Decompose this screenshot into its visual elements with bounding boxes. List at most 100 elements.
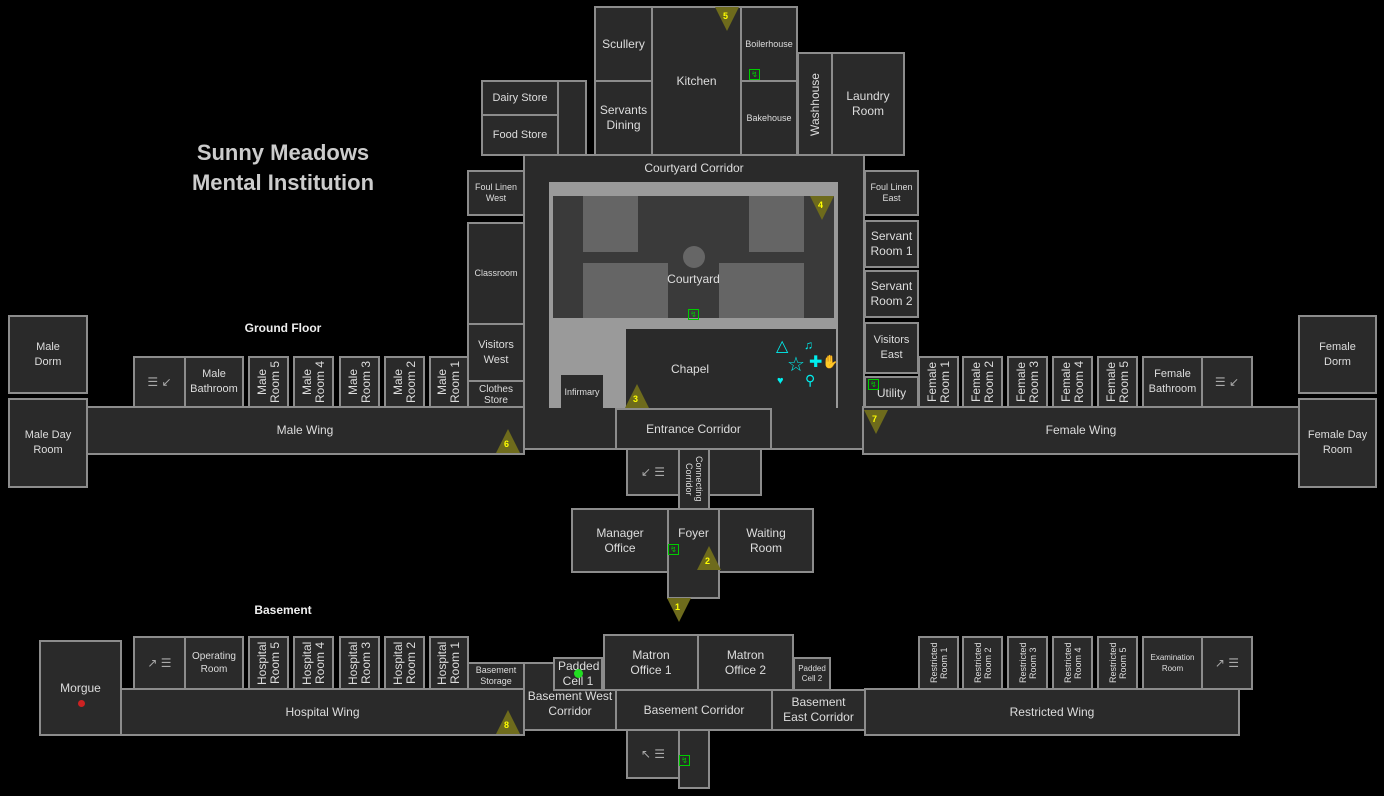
hand-icon: ✋ bbox=[822, 354, 839, 369]
camera-marker-4[interactable]: 4 bbox=[810, 196, 834, 220]
room-female-bathroom[interactable]: Female Bathroom bbox=[1142, 356, 1203, 408]
room-male-dorm[interactable]: Male Dorm bbox=[8, 315, 88, 394]
room-courtyard[interactable]: Courtyard bbox=[553, 196, 834, 318]
room-laundry[interactable]: Laundry Room bbox=[831, 52, 905, 156]
garden-bed bbox=[583, 196, 638, 252]
room-male-wing[interactable]: Male Wing bbox=[85, 406, 525, 455]
room-foul-linen-west[interactable]: Foul Linen West bbox=[467, 170, 525, 216]
stairs-hospital[interactable]: ↗ ☰ bbox=[133, 636, 186, 690]
room-restricted-room-2[interactable]: Restricted Room 2 bbox=[962, 636, 1003, 690]
stairs-icon: ☰ ↙ bbox=[1214, 374, 1240, 389]
stairs-entrance[interactable]: ↙ ☰ bbox=[626, 448, 680, 496]
room-male-room-3[interactable]: Male Room 3 bbox=[339, 356, 380, 408]
room-basement-storage[interactable]: Basement Storage bbox=[467, 662, 525, 690]
room-servant-room-1[interactable]: Servant Room 1 bbox=[864, 220, 919, 268]
stairs-icon: ↖ ☰ bbox=[640, 746, 666, 761]
room-male-room-2[interactable]: Male Room 2 bbox=[384, 356, 425, 408]
room-servant-room-2[interactable]: Servant Room 2 bbox=[864, 270, 919, 318]
room-hospital-room-5[interactable]: Hospital Room 5 bbox=[248, 636, 289, 690]
room-restricted-room-1[interactable]: Restricted Room 1 bbox=[918, 636, 959, 690]
room-hospital-room-1[interactable]: Hospital Room 1 bbox=[429, 636, 469, 690]
basement-label: Basement bbox=[254, 603, 312, 617]
stairs-basement[interactable]: ↖ ☰ bbox=[626, 729, 680, 779]
camera-marker-2[interactable]: 2 bbox=[697, 546, 721, 570]
room-male-room-1[interactable]: Male Room 1 bbox=[429, 356, 469, 408]
room-morgue[interactable]: Morgue bbox=[39, 640, 122, 736]
room-kitchen[interactable]: Kitchen bbox=[651, 6, 742, 156]
room-basement-east-corridor[interactable]: Basement East Corridor bbox=[771, 689, 866, 731]
camera-marker-5[interactable]: 5 bbox=[715, 7, 739, 31]
camera-marker-1[interactable]: 1 bbox=[667, 598, 691, 622]
room-hospital-room-4[interactable]: Hospital Room 4 bbox=[293, 636, 334, 690]
stairs-icon: ↙ ☰ bbox=[640, 464, 666, 479]
room-examination-room[interactable]: Examination Room bbox=[1142, 636, 1203, 690]
room-chapel[interactable]: Chapel bbox=[626, 329, 836, 409]
room-hospital-wing[interactable]: Hospital Wing bbox=[120, 688, 525, 736]
room-female-room-1[interactable]: Female Room 1 bbox=[918, 356, 959, 408]
stairs-male[interactable]: ☰ ↙ bbox=[133, 356, 186, 408]
room-male-day-room[interactable]: Male Day Room bbox=[8, 398, 88, 488]
room-female-room-2[interactable]: Female Room 2 bbox=[962, 356, 1003, 408]
fuse-box-icon[interactable]: ↯ bbox=[749, 69, 760, 80]
fuse-box-icon[interactable]: ↯ bbox=[668, 544, 679, 555]
room-dairy-store[interactable]: Dairy Store bbox=[481, 80, 559, 116]
room-washhouse[interactable]: Washhouse bbox=[797, 52, 833, 156]
camera-marker-8[interactable]: 8 bbox=[496, 710, 520, 734]
room-bakehouse[interactable]: Bakehouse bbox=[740, 80, 798, 156]
room-operating-room[interactable]: Operating Room bbox=[184, 636, 244, 690]
room-classroom[interactable]: Classroom bbox=[467, 222, 525, 325]
monkey-paw-icon: ♥ bbox=[777, 375, 784, 387]
doll-icon: ✚ bbox=[809, 354, 823, 371]
room-waiting-room[interactable]: Waiting Room bbox=[718, 508, 814, 573]
room-restricted-wing[interactable]: Restricted Wing bbox=[864, 688, 1240, 736]
fuse-box-icon[interactable]: ↯ bbox=[679, 755, 690, 766]
ouija-icon: △ bbox=[776, 338, 789, 355]
room-food-store[interactable]: Food Store bbox=[481, 114, 559, 156]
room-basement-corridor[interactable]: Basement Corridor bbox=[615, 689, 773, 731]
room-hospital-room-2[interactable]: Hospital Room 2 bbox=[384, 636, 425, 690]
fountain bbox=[683, 246, 705, 268]
fuse-box-icon[interactable]: ↯ bbox=[868, 379, 879, 390]
camera-marker-7[interactable]: 7 bbox=[864, 410, 888, 434]
room-restricted-room-5[interactable]: Restricted Room 5 bbox=[1097, 636, 1138, 690]
room-infirmary[interactable]: Infirmary bbox=[561, 375, 603, 409]
room-servants-dining[interactable]: Servants Dining bbox=[594, 80, 653, 156]
room-female-room-3[interactable]: Female Room 3 bbox=[1007, 356, 1048, 408]
room-clothes-store[interactable]: Clothes Store bbox=[467, 380, 525, 410]
room-female-dorm[interactable]: Female Dorm bbox=[1298, 315, 1377, 394]
room-foul-linen-east[interactable]: Foul Linen East bbox=[864, 170, 919, 216]
room-female-room-5[interactable]: Female Room 5 bbox=[1097, 356, 1138, 408]
room-visitors-west[interactable]: Visitors West bbox=[467, 323, 525, 382]
room-restricted-room-3[interactable]: Restricted Room 3 bbox=[1007, 636, 1048, 690]
room-male-room-5[interactable]: Male Room 5 bbox=[248, 356, 289, 408]
room-female-wing[interactable]: Female Wing bbox=[862, 406, 1300, 455]
room-matron-office-1[interactable]: Matron Office 1 bbox=[603, 634, 699, 691]
camera-marker-3[interactable]: 3 bbox=[625, 384, 649, 408]
room-male-bathroom[interactable]: Male Bathroom bbox=[184, 356, 244, 408]
room-female-day-room[interactable]: Female Day Room bbox=[1298, 398, 1377, 488]
garden-bed bbox=[719, 263, 749, 318]
room-entrance-corridor[interactable]: Entrance Corridor bbox=[615, 408, 772, 450]
passage-stores bbox=[557, 80, 587, 156]
garden-bed bbox=[749, 196, 804, 252]
fuse-box-icon[interactable]: ↯ bbox=[688, 309, 699, 320]
room-restricted-room-4[interactable]: Restricted Room 4 bbox=[1052, 636, 1093, 690]
stairs-icon: ↗ ☰ bbox=[147, 655, 172, 670]
room-male-room-4[interactable]: Male Room 4 bbox=[293, 356, 334, 408]
room-female-room-4[interactable]: Female Room 4 bbox=[1052, 356, 1093, 408]
room-padded-cell-2[interactable]: Padded Cell 2 bbox=[793, 657, 831, 691]
stairs-icon: ↗ ☰ bbox=[1214, 655, 1240, 670]
room-matron-office-2[interactable]: Matron Office 2 bbox=[697, 634, 794, 691]
stairs-restricted[interactable]: ↗ ☰ bbox=[1201, 636, 1253, 690]
stairs-female[interactable]: ☰ ↙ bbox=[1201, 356, 1253, 408]
room-visitors-east[interactable]: Visitors East bbox=[864, 322, 919, 374]
garden-bed bbox=[749, 263, 804, 318]
room-manager-office[interactable]: Manager Office bbox=[571, 508, 669, 573]
camera-marker-6[interactable]: 6 bbox=[496, 429, 520, 453]
room-scullery[interactable]: Scullery bbox=[594, 6, 653, 82]
room-hospital-room-3[interactable]: Hospital Room 3 bbox=[339, 636, 380, 690]
bone-marker bbox=[78, 700, 85, 707]
mirror-icon: ⚲ bbox=[805, 372, 816, 388]
room-connecting-corridor[interactable]: Connecting Corridor bbox=[678, 448, 710, 510]
pentagram-icon: ☆ bbox=[787, 354, 805, 376]
